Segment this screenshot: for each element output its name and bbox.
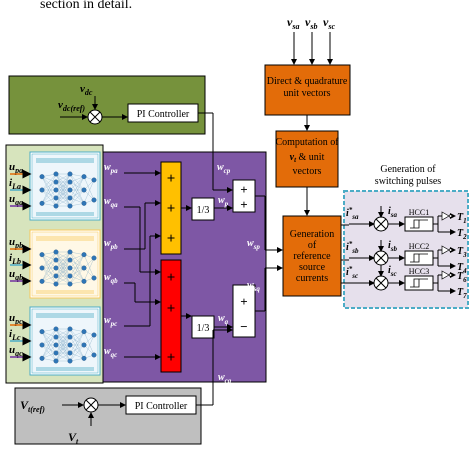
weight-label-wsp: wsp	[247, 238, 260, 251]
reference-current-label: i*sb	[346, 240, 359, 255]
computation-block	[275, 130, 339, 188]
reference-label-5: currents	[296, 273, 328, 284]
hcc-label: HCC3	[409, 267, 429, 276]
neural-network-b	[29, 229, 101, 299]
dc-meas-label: vdc	[80, 83, 93, 97]
nn-input-label: upb	[9, 236, 23, 250]
dc-ref-label: vdc(ref)	[58, 99, 85, 113]
svg-text:−: −	[240, 319, 247, 334]
p-divide-block	[191, 197, 215, 221]
reference-label-1: Generation	[290, 229, 334, 240]
switching-title-2: switching pulses	[375, 176, 441, 187]
measured-current-label: isa	[388, 206, 398, 219]
measured-current-label: isb	[388, 240, 398, 253]
nn-input-label: iLa	[9, 177, 21, 191]
nn-input-label: iLb	[9, 252, 21, 266]
unit-vectors-label-1: Direct & quadrature	[267, 76, 348, 87]
computation-label-3: vectors	[293, 166, 322, 177]
switching-output-label: T2	[457, 228, 467, 241]
svg-text:+: +	[240, 197, 247, 212]
inverter-icon	[441, 211, 450, 221]
hysteresis-icon	[410, 278, 428, 288]
plus-sign: +	[167, 270, 176, 286]
p-divide-label: 1/3	[197, 205, 210, 216]
dc-pi-controller-label: PI Controller	[137, 109, 190, 120]
neural-network-graph	[36, 158, 97, 216]
hysteresis-icon	[410, 253, 428, 263]
plus-sign: +	[167, 350, 176, 366]
weight-label-wpa: wpa	[104, 162, 118, 175]
plus-sign: +	[167, 231, 176, 247]
unit-vectors-block	[264, 64, 351, 116]
nn-input-label: uqa	[9, 193, 23, 207]
reference-label-4: source	[299, 262, 326, 273]
switching-output-label: T3	[457, 246, 467, 259]
switching-output-label: T4	[457, 262, 467, 275]
weight-label-wpb: wpb	[104, 238, 118, 251]
top-caption-text: section in detail.	[40, 0, 132, 12]
reference-currents-block	[282, 215, 342, 297]
neural-network-graph	[36, 313, 97, 371]
weight-label-wcq: wcq	[218, 372, 232, 385]
svg-text:+: +	[240, 294, 247, 309]
switching-title-1: Generation of	[380, 164, 436, 175]
nn-input-label: uqb	[9, 268, 23, 282]
svg-text:+: +	[240, 182, 247, 197]
weight-label-wpc: wpc	[104, 315, 117, 328]
weight-label-wqa: wqa	[104, 196, 118, 209]
source-voltage-vsa: vsa	[287, 15, 299, 31]
hcc-label: HCC1	[409, 208, 429, 217]
measured-current-label: isc	[388, 265, 397, 278]
weight-label-wsq: wsq	[247, 280, 260, 293]
switching-output-label: T6	[457, 271, 467, 284]
reference-label-3: reference	[293, 251, 331, 262]
source-voltage-vsb: vsb	[305, 15, 317, 31]
computation-label-1: Computation of	[275, 137, 339, 148]
inverter-icon	[441, 270, 450, 280]
ac-meas-label: Vt	[68, 430, 79, 446]
hysteresis-icon	[410, 219, 428, 229]
hcc-label: HCC2	[409, 242, 429, 251]
reference-label-2: of	[308, 240, 317, 251]
computation-label-2: vt & unit	[290, 152, 325, 164]
plus-sign: +	[167, 301, 176, 317]
nn-input-label: iLc	[9, 328, 21, 342]
nn-input-label: upa	[9, 161, 23, 175]
plus-sign: +	[167, 171, 176, 187]
reference-current-label: i*sa	[346, 206, 359, 221]
neural-network-graph	[36, 236, 97, 294]
neural-network-a	[29, 151, 101, 221]
nn-input-label: upc	[9, 312, 23, 326]
weight-label-wqc: wqc	[104, 346, 117, 359]
unit-vectors-label-2: unit vectors	[284, 88, 331, 99]
neural-network-c	[29, 306, 101, 376]
ac-ref-label: Vt(ref)	[20, 398, 45, 414]
weight-label-wp: wp	[218, 195, 229, 208]
plus-sign: +	[167, 201, 176, 217]
weight-label-wq: wq	[218, 313, 229, 326]
reference-current-label: i*sc	[346, 265, 358, 280]
source-voltage-vsc: vsc	[323, 15, 335, 31]
switching-output-label: T7	[457, 287, 467, 300]
ac-pi-controller-label: PI Controller	[135, 401, 188, 412]
nn-input-label: uqc	[9, 344, 23, 358]
weight-label-wcp: wcp	[217, 162, 231, 175]
inverter-icon	[441, 245, 450, 255]
switching-output-label: T1	[457, 212, 467, 225]
weight-label-wqb: wqb	[104, 272, 118, 285]
q-divide-label: 1/3	[197, 323, 210, 334]
